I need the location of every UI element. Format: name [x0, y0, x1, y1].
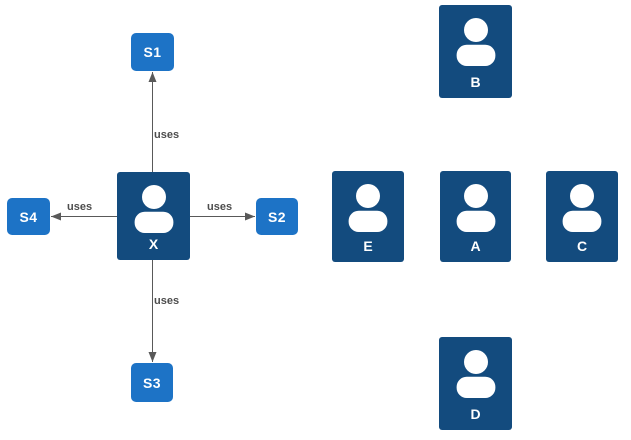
actor-node-a[interactable]: A — [440, 171, 511, 262]
service-label: S3 — [142, 374, 162, 391]
service-label: S2 — [267, 208, 287, 225]
actor-label: C — [576, 238, 588, 254]
actor-node-c[interactable]: C — [546, 171, 618, 262]
person-icon — [134, 185, 173, 233]
actor-node-b[interactable]: B — [439, 5, 512, 98]
actor-node-e[interactable]: E — [332, 171, 404, 262]
person-icon — [456, 184, 495, 232]
person-icon — [348, 184, 388, 232]
service-node-s1[interactable]: S1 — [131, 33, 174, 71]
service-node-s3[interactable]: S3 — [131, 363, 173, 402]
service-label: S4 — [19, 208, 38, 225]
actor-label: X — [148, 236, 159, 252]
actor-label: A — [470, 238, 481, 254]
service-node-s2[interactable]: S2 — [256, 198, 298, 235]
service-label: S1 — [143, 44, 162, 60]
service-node-s4[interactable]: S4 — [7, 198, 50, 235]
edge-label-uses-s4: uses — [66, 201, 94, 213]
actor-label: B — [470, 74, 481, 90]
actor-label: E — [363, 238, 373, 254]
edge-label-uses-s1: uses — [153, 129, 181, 141]
actor-node-x[interactable]: X — [117, 172, 190, 260]
person-icon — [562, 184, 602, 232]
person-icon — [456, 350, 495, 398]
actor-node-d[interactable]: D — [439, 337, 512, 430]
edge-label-uses-s3: uses — [153, 295, 181, 307]
actor-label: D — [470, 406, 481, 422]
edge-label-uses-s2: uses — [206, 201, 234, 213]
person-icon — [456, 18, 495, 66]
